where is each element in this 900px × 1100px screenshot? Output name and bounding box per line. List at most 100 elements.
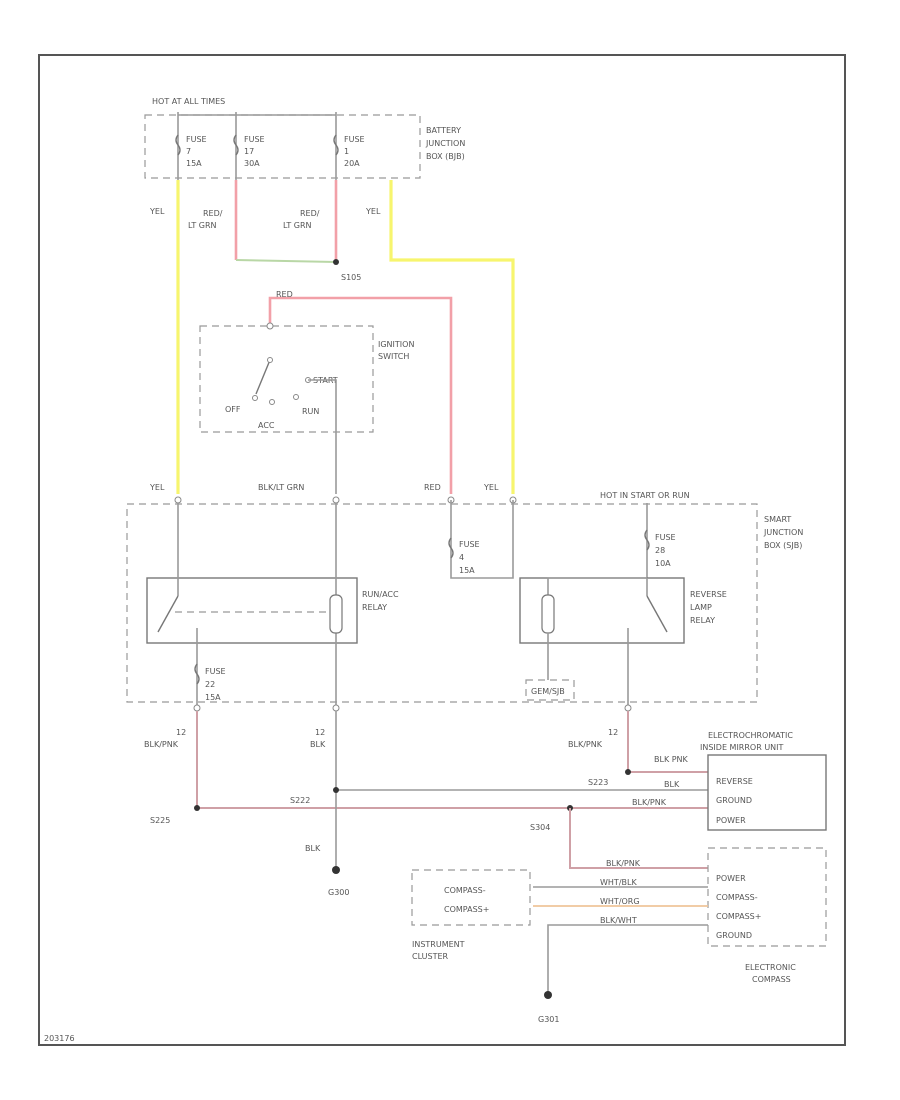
yel-label-left: YEL [149,207,165,216]
ignition-acc-contact [269,399,275,405]
compass-pin-power: POWER [716,874,746,883]
ignition-run-contact [293,394,299,400]
sjb-fuse28-symbol [644,529,650,551]
yel-label-right: YEL [365,207,381,216]
sjb-pin-run [332,496,340,504]
yel-label-sjb-left: YEL [149,483,165,492]
run-acc-relay-label-2: RELAY [362,603,387,612]
sjb-pin-out-left [193,704,201,712]
compass-pin-ground: GROUND [716,931,752,940]
red-label-top: RED [276,290,293,299]
instrument-cluster-label-1: INSTRUMENT [412,940,465,949]
compass-pin-minus: COMPASS- [716,893,758,902]
fuse-b-label-3: 30A [244,159,260,168]
s105-splice [333,259,339,265]
red-lt-grn-wire-b-tracer [235,259,337,263]
instrument-cluster-box [411,869,531,926]
hot-at-all-times-label: HOT AT ALL TIMES [152,97,225,106]
red-lt-grn-label-b-2: LT GRN [188,221,217,230]
g301-label: G301 [538,1015,559,1024]
smart-jb-label-1: SMART [764,515,791,524]
fuse-b-label-2: 17 [244,147,254,156]
smart-jb-label-3: BOX (SJB) [764,541,802,550]
electronic-compass-label-1: ELECTRONIC [745,963,796,972]
compass-pin-plus: COMPASS+ [716,912,761,921]
s225-label: S225 [150,816,170,825]
red-lt-grn-label-c-2: LT GRN [283,221,312,230]
ignition-input-pin [266,322,274,330]
g300-label: G300 [328,888,349,897]
run-acc-relay-coil [329,594,343,634]
sjb-pin-yel-left [174,496,182,504]
compass-wire-plus: WHT/ORG [600,897,640,906]
blk-pnk-label-right: BLK/PNK [568,740,603,749]
bjb-fuse-b: FUSE 17 30A [233,112,265,180]
ec-mirror-wire-rev: BLK PNK [654,755,689,764]
fuse-c-label-2: 1 [344,147,349,156]
reverse-relay-contact [646,595,668,633]
compass-power-wire [569,808,708,869]
smart-junction-box [126,503,758,703]
instrument-cluster-label-2: CLUSTER [412,952,449,961]
sjb-fuse22-label-1: FUSE [205,667,226,676]
battery-jb-label: BATTERY JUNCTION BOX (BJB) [425,126,465,161]
fuse-a-label-1: FUSE [186,135,207,144]
ignition-run-label: RUN [302,407,319,416]
gem-sjb-box [525,679,575,701]
reverse-relay-coil [541,594,555,634]
ec-mirror-label-2: INSIDE MIRROR UNIT [700,743,784,752]
fuse-c-symbol [333,134,339,156]
sjb-fuse22-label-2: 22 [205,680,215,689]
sjb-fuse4-label-2: 4 [459,553,464,562]
blk-pnk-label-left: BLK/PNK [144,740,179,749]
hot-in-start-run-label: HOT IN START OR RUN [600,491,690,500]
g301-ground [544,991,552,999]
sjb-fuse28-label-2: 28 [655,546,665,555]
reverse-relay-label-2: LAMP [690,603,712,612]
blk-pnk-power-wire [196,711,708,809]
sjb-fuse4-label-3: 15A [459,566,475,575]
blk-label-ground: BLK [305,844,321,853]
s225-splice [194,805,200,811]
s222-splice [333,787,339,793]
s222-label: S222 [290,796,310,805]
red-lt-grn-label-c-1: RED/ [300,209,320,218]
compass-wire-ground: BLK/WHT [600,916,637,925]
ignition-switch-label-2: SWITCH [378,352,409,361]
c12-label-right: 12 [608,728,618,737]
c12-label-left: 12 [176,728,186,737]
run-acc-relay-label-1: RUN/ACC [362,590,399,599]
ec-mirror-pin-power: POWER [716,816,746,825]
sjb-pin-out-gnd [332,704,340,712]
ignition-off-label: OFF [225,405,241,414]
ignition-run-output [308,379,337,430]
s223-splice [625,769,631,775]
g300-ground [332,866,340,874]
ignition-off-contact [252,395,258,401]
ec-mirror-wire-gnd: BLK [664,780,680,789]
ec-mirror-label-1: ELECTROCHROMATIC [708,731,793,740]
red-lt-grn-label-b-1: RED/ [203,209,223,218]
fuse-a-symbol [175,134,181,156]
bjb-fuse-c: FUSE 1 20A [333,112,365,180]
compass-wire-power: BLK/PNK [606,859,641,868]
ignition-pivot [267,357,273,363]
red-wire-ignition-feed [268,296,453,494]
fuse-a-label-2: 7 [186,147,191,156]
fuse-c-label-3: 20A [344,159,360,168]
yel-wire-right [389,180,515,494]
diagram-code: 203176 [44,1034,75,1043]
ignition-acc-label: ACC [258,421,275,430]
sjb-fuse4-symbol [448,537,454,559]
ignition-switch-box [199,325,374,433]
reverse-relay-feed [547,577,648,596]
ignition-wiper [255,359,271,395]
fuse-c-label-1: FUSE [344,135,365,144]
compass-wire-minus: WHT/BLK [600,878,637,887]
red-label-sjb: RED [424,483,441,492]
reverse-relay-label-3: RELAY [690,616,715,625]
battery-jb-label-line1: BATTERY [426,126,461,135]
cluster-pin-plus: COMPASS+ [444,905,489,914]
battery-jb-label-line3: BOX (BJB) [426,152,465,161]
